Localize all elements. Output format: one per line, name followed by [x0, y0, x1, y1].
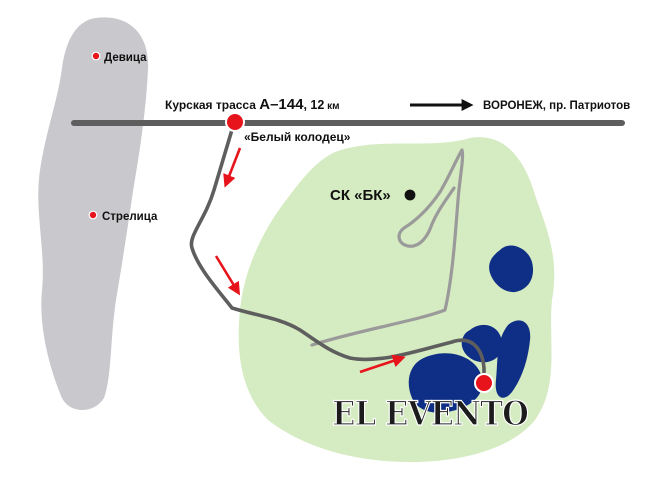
lake-middle — [461, 324, 503, 363]
sport-complex-label: СК «БК» — [330, 187, 391, 204]
settlement-dot-icon — [88, 210, 98, 220]
settlement-label: Девица — [104, 52, 147, 64]
settlement-dot-icon — [91, 51, 101, 61]
highway-label-prefix: Курская трасса — [165, 98, 259, 112]
highway-label: Курская трасса А–144, 12 км — [165, 96, 340, 113]
highway-km-unit: км — [324, 101, 339, 112]
highway-code: А–144 — [259, 96, 304, 113]
location-pin-icon — [225, 112, 245, 132]
access-road — [189, 121, 486, 384]
settlement-label: Стрелица — [102, 211, 158, 223]
sport-complex-dot-icon — [404, 189, 416, 201]
junction-label: «Белый колодец» — [244, 130, 351, 144]
route-arrow-icon — [214, 255, 241, 296]
highway-km-value: , 12 — [303, 98, 324, 112]
location-pin-icon — [474, 373, 494, 393]
direction-label: ВОРОНЕЖ, пр. Патриотов — [483, 100, 630, 112]
destination-logo: EL EVENTO — [332, 394, 528, 434]
lake-south — [408, 353, 483, 413]
route-arrow-icon — [359, 354, 406, 374]
route-arrow-icon — [223, 147, 242, 188]
lake-east — [495, 320, 531, 398]
side-road — [310, 148, 465, 347]
lake-north — [489, 245, 534, 293]
